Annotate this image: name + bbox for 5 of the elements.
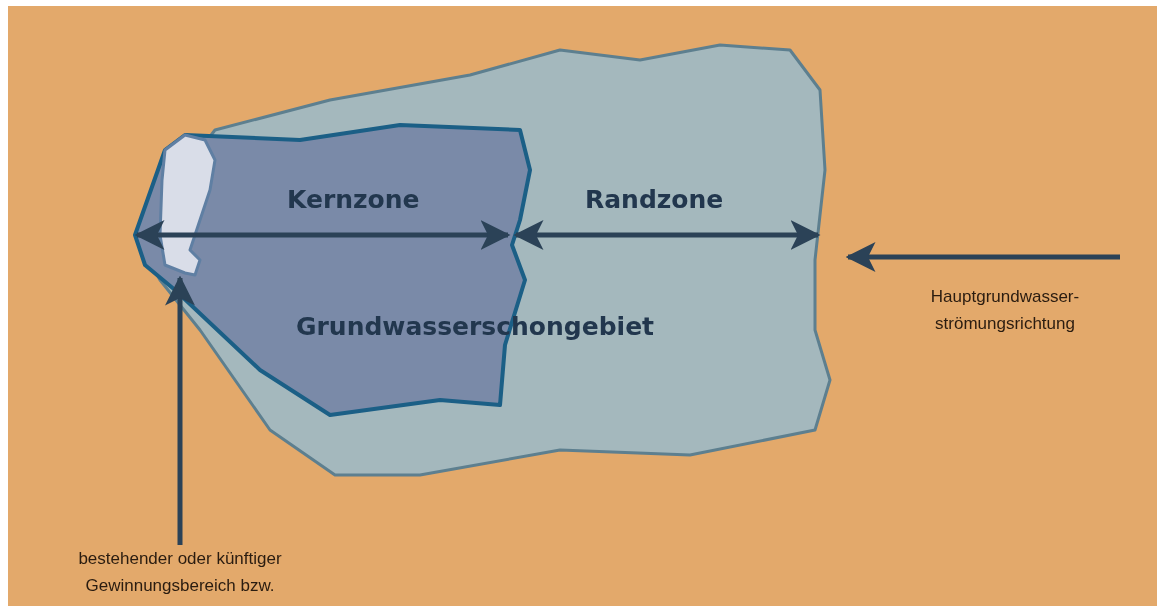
flow-direction-text: Hauptgrundwasser- strömungsrichtung — [929, 286, 1081, 335]
leader-arrow — [165, 275, 195, 545]
zone-label: Randzone — [585, 185, 724, 214]
caption-text: bestehender oder künftiger Gewinnungsbereich bzw. — [77, 548, 283, 597]
zone-label: Kernzone — [287, 185, 420, 214]
